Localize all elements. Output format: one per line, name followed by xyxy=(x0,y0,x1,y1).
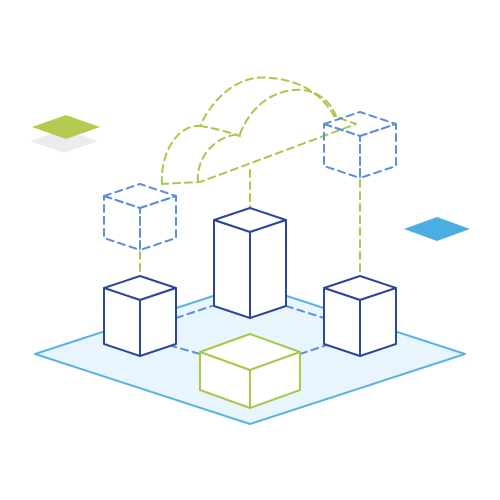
ghost-cube-right xyxy=(323,111,397,179)
cube-left-front-left xyxy=(103,287,141,357)
cube-icon-center xyxy=(213,207,287,319)
cube-icon-left xyxy=(103,275,177,357)
tile-icon-blue xyxy=(404,217,470,241)
ghost-cube-left-top xyxy=(103,183,177,209)
box-front-right xyxy=(249,351,301,409)
tile-icon-green xyxy=(30,115,100,153)
ghost-cube-left xyxy=(103,183,177,251)
cube-left-front-right xyxy=(139,287,177,357)
cloud-inner-curve-mid xyxy=(199,125,241,137)
tile-green xyxy=(32,115,100,139)
cloud-icon xyxy=(160,76,357,185)
ghost-cube-right-front-right xyxy=(359,123,397,179)
connection-center-to-right xyxy=(285,305,325,319)
connection-left-to-center xyxy=(175,305,213,319)
cube-center-front-left xyxy=(213,219,251,319)
ghost-cube-left-front-left xyxy=(103,195,141,251)
cube-center-front-right xyxy=(249,219,287,319)
cloud-inner-curve-left xyxy=(196,133,241,183)
tile-green-shadow xyxy=(30,129,98,153)
cube-right-front-right xyxy=(359,287,397,357)
cube-icon-right xyxy=(323,275,397,357)
vertical-links xyxy=(139,169,361,277)
tile-blue xyxy=(404,217,470,241)
ghost-cube-right-front-left xyxy=(323,123,361,179)
cloud-inner-curve-top xyxy=(239,88,337,135)
cloud-outline xyxy=(160,76,357,185)
cube-right-front-left xyxy=(323,287,361,357)
box-icon-front xyxy=(199,333,301,409)
ghost-cube-left-front-right xyxy=(139,195,177,251)
